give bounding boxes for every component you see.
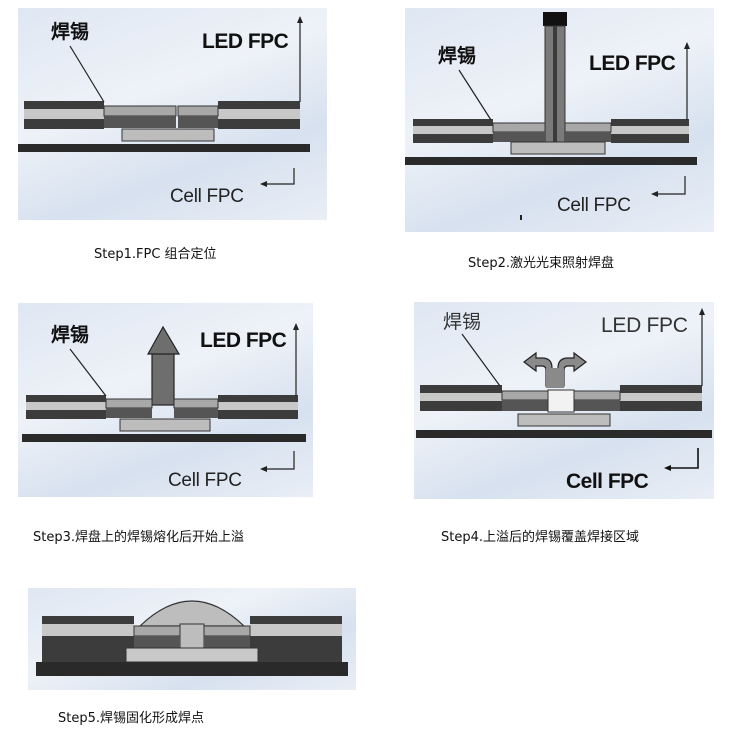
led-fpc-arrowhead: [684, 42, 690, 49]
pad-left: [501, 390, 549, 401]
cell-fpc-leader: [264, 451, 295, 470]
pad-left-dark: [104, 116, 176, 128]
cell-fpc-label: Cell FPC: [170, 186, 244, 207]
pad-left-dark: [134, 636, 180, 648]
cell-pad: [119, 418, 211, 432]
pad-right-dark: [574, 400, 620, 411]
led-fpc-arrowhead: [297, 16, 303, 23]
laser-beam-core: [553, 26, 557, 150]
pad-right: [203, 625, 251, 637]
led-fpc-left-light: [26, 402, 106, 410]
pad-right-dark: [204, 636, 250, 648]
led-fpc-right-light: [611, 126, 689, 134]
pad-right: [177, 105, 219, 117]
cell-fpc-label: Cell FPC: [168, 470, 242, 491]
pad-right: [573, 390, 621, 401]
cell-fpc-bar: [18, 144, 310, 152]
solder-leader: [69, 45, 105, 103]
pad-right-dark: [174, 408, 218, 418]
solder-label: 焊锡: [438, 44, 476, 67]
pad-right-dark: [565, 132, 611, 142]
led-fpc-left-light: [420, 393, 502, 401]
step3-caption: Step3.焊盘上的焊锡熔化后开始上溢: [33, 530, 245, 545]
pad-left-dark: [502, 400, 548, 411]
pad-left: [105, 398, 153, 409]
rising-solder-arrow-shaft: [151, 352, 175, 406]
solder-fill: [547, 389, 575, 413]
spreading-solder-arrow: [523, 351, 587, 387]
led-fpc-right-light: [250, 624, 342, 636]
led-fpc-label: LED FPC: [601, 314, 688, 337]
step1-caption: Step1.FPC 组合定位: [94, 247, 217, 262]
solder-leader: [69, 348, 107, 397]
cell-pad: [510, 141, 606, 155]
step4-panel: 焊锡 LED FPC Cell FPC: [414, 302, 714, 499]
solder-leader: [458, 69, 492, 121]
cell-pad: [517, 413, 611, 427]
spreading-solder-stem: [546, 368, 564, 388]
pad-left-dark: [106, 408, 152, 418]
cell-fpc-leader: [264, 168, 295, 185]
step5-diagram: [36, 600, 348, 676]
step3-diagram: 焊锡 LED FPC Cell FPC: [22, 323, 306, 491]
rising-solder-arrow-head: [146, 325, 181, 355]
step2-diagram: 焊锡 LED FPC Cell FPC: [405, 12, 697, 220]
led-fpc-right-light: [218, 402, 298, 410]
pad-left: [103, 105, 177, 117]
pad-left: [133, 625, 181, 637]
step3-panel: 焊锡 LED FPC Cell FPC: [18, 303, 313, 497]
led-fpc-right-light: [620, 393, 702, 401]
solder-label: 焊锡: [51, 323, 89, 346]
led-fpc-left-light: [413, 126, 493, 134]
led-fpc-label: LED FPC: [200, 329, 287, 352]
pad-right: [564, 122, 612, 133]
led-fpc-arrowhead: [293, 323, 299, 330]
step4-diagram: 焊锡 LED FPC Cell FPC: [416, 308, 712, 493]
cell-fpc-arrowhead: [260, 466, 267, 472]
cell-fpc-arrowhead: [651, 191, 658, 197]
cell-pad: [125, 647, 259, 663]
cell-fpc-bar: [405, 157, 697, 165]
pad-left: [492, 122, 546, 133]
cell-fpc-arrowhead: [260, 181, 267, 187]
cell-fpc-label: Cell FPC: [557, 195, 631, 216]
step1-panel: 焊锡 LED FPC Cell FPC: [18, 8, 327, 220]
cell-fpc-arrowhead: [664, 465, 671, 471]
step2-panel: 焊锡 LED FPC Cell FPC: [405, 8, 714, 232]
laser-head: [543, 12, 567, 26]
cell-fpc-leader: [668, 448, 699, 469]
led-fpc-label: LED FPC: [589, 52, 676, 75]
pad-left-dark: [493, 132, 545, 142]
cell-fpc-bar: [416, 430, 712, 438]
cell-fpc-label: Cell FPC: [566, 470, 649, 493]
cell-fpc-bar: [36, 662, 348, 676]
cell-fpc-bar: [22, 434, 306, 442]
step5-panel: [28, 588, 356, 690]
solder-joint-dome: [138, 600, 246, 627]
step5-caption: Step5.焊锡固化形成焊点: [58, 711, 205, 726]
cell-pad: [121, 128, 215, 142]
solder-label: 焊锡: [443, 311, 481, 333]
step1-diagram: 焊锡 LED FPC Cell FPC: [18, 16, 310, 207]
solder-label: 焊锡: [51, 20, 89, 43]
step2-caption: Step2.激光光束照射焊盘: [468, 256, 615, 271]
led-fpc-arrowhead: [699, 308, 705, 315]
step4-caption: Step4.上溢后的焊锡覆盖焊接区域: [441, 530, 640, 545]
solder-leader: [461, 333, 501, 387]
led-fpc-right-light: [218, 109, 300, 119]
led-fpc-left-light: [42, 624, 134, 636]
cell-fpc-leader: [655, 176, 686, 195]
led-fpc-label: LED FPC: [202, 30, 289, 53]
pad-right-dark: [178, 116, 218, 128]
pad-right: [173, 398, 219, 409]
led-fpc-left-light: [24, 109, 104, 119]
